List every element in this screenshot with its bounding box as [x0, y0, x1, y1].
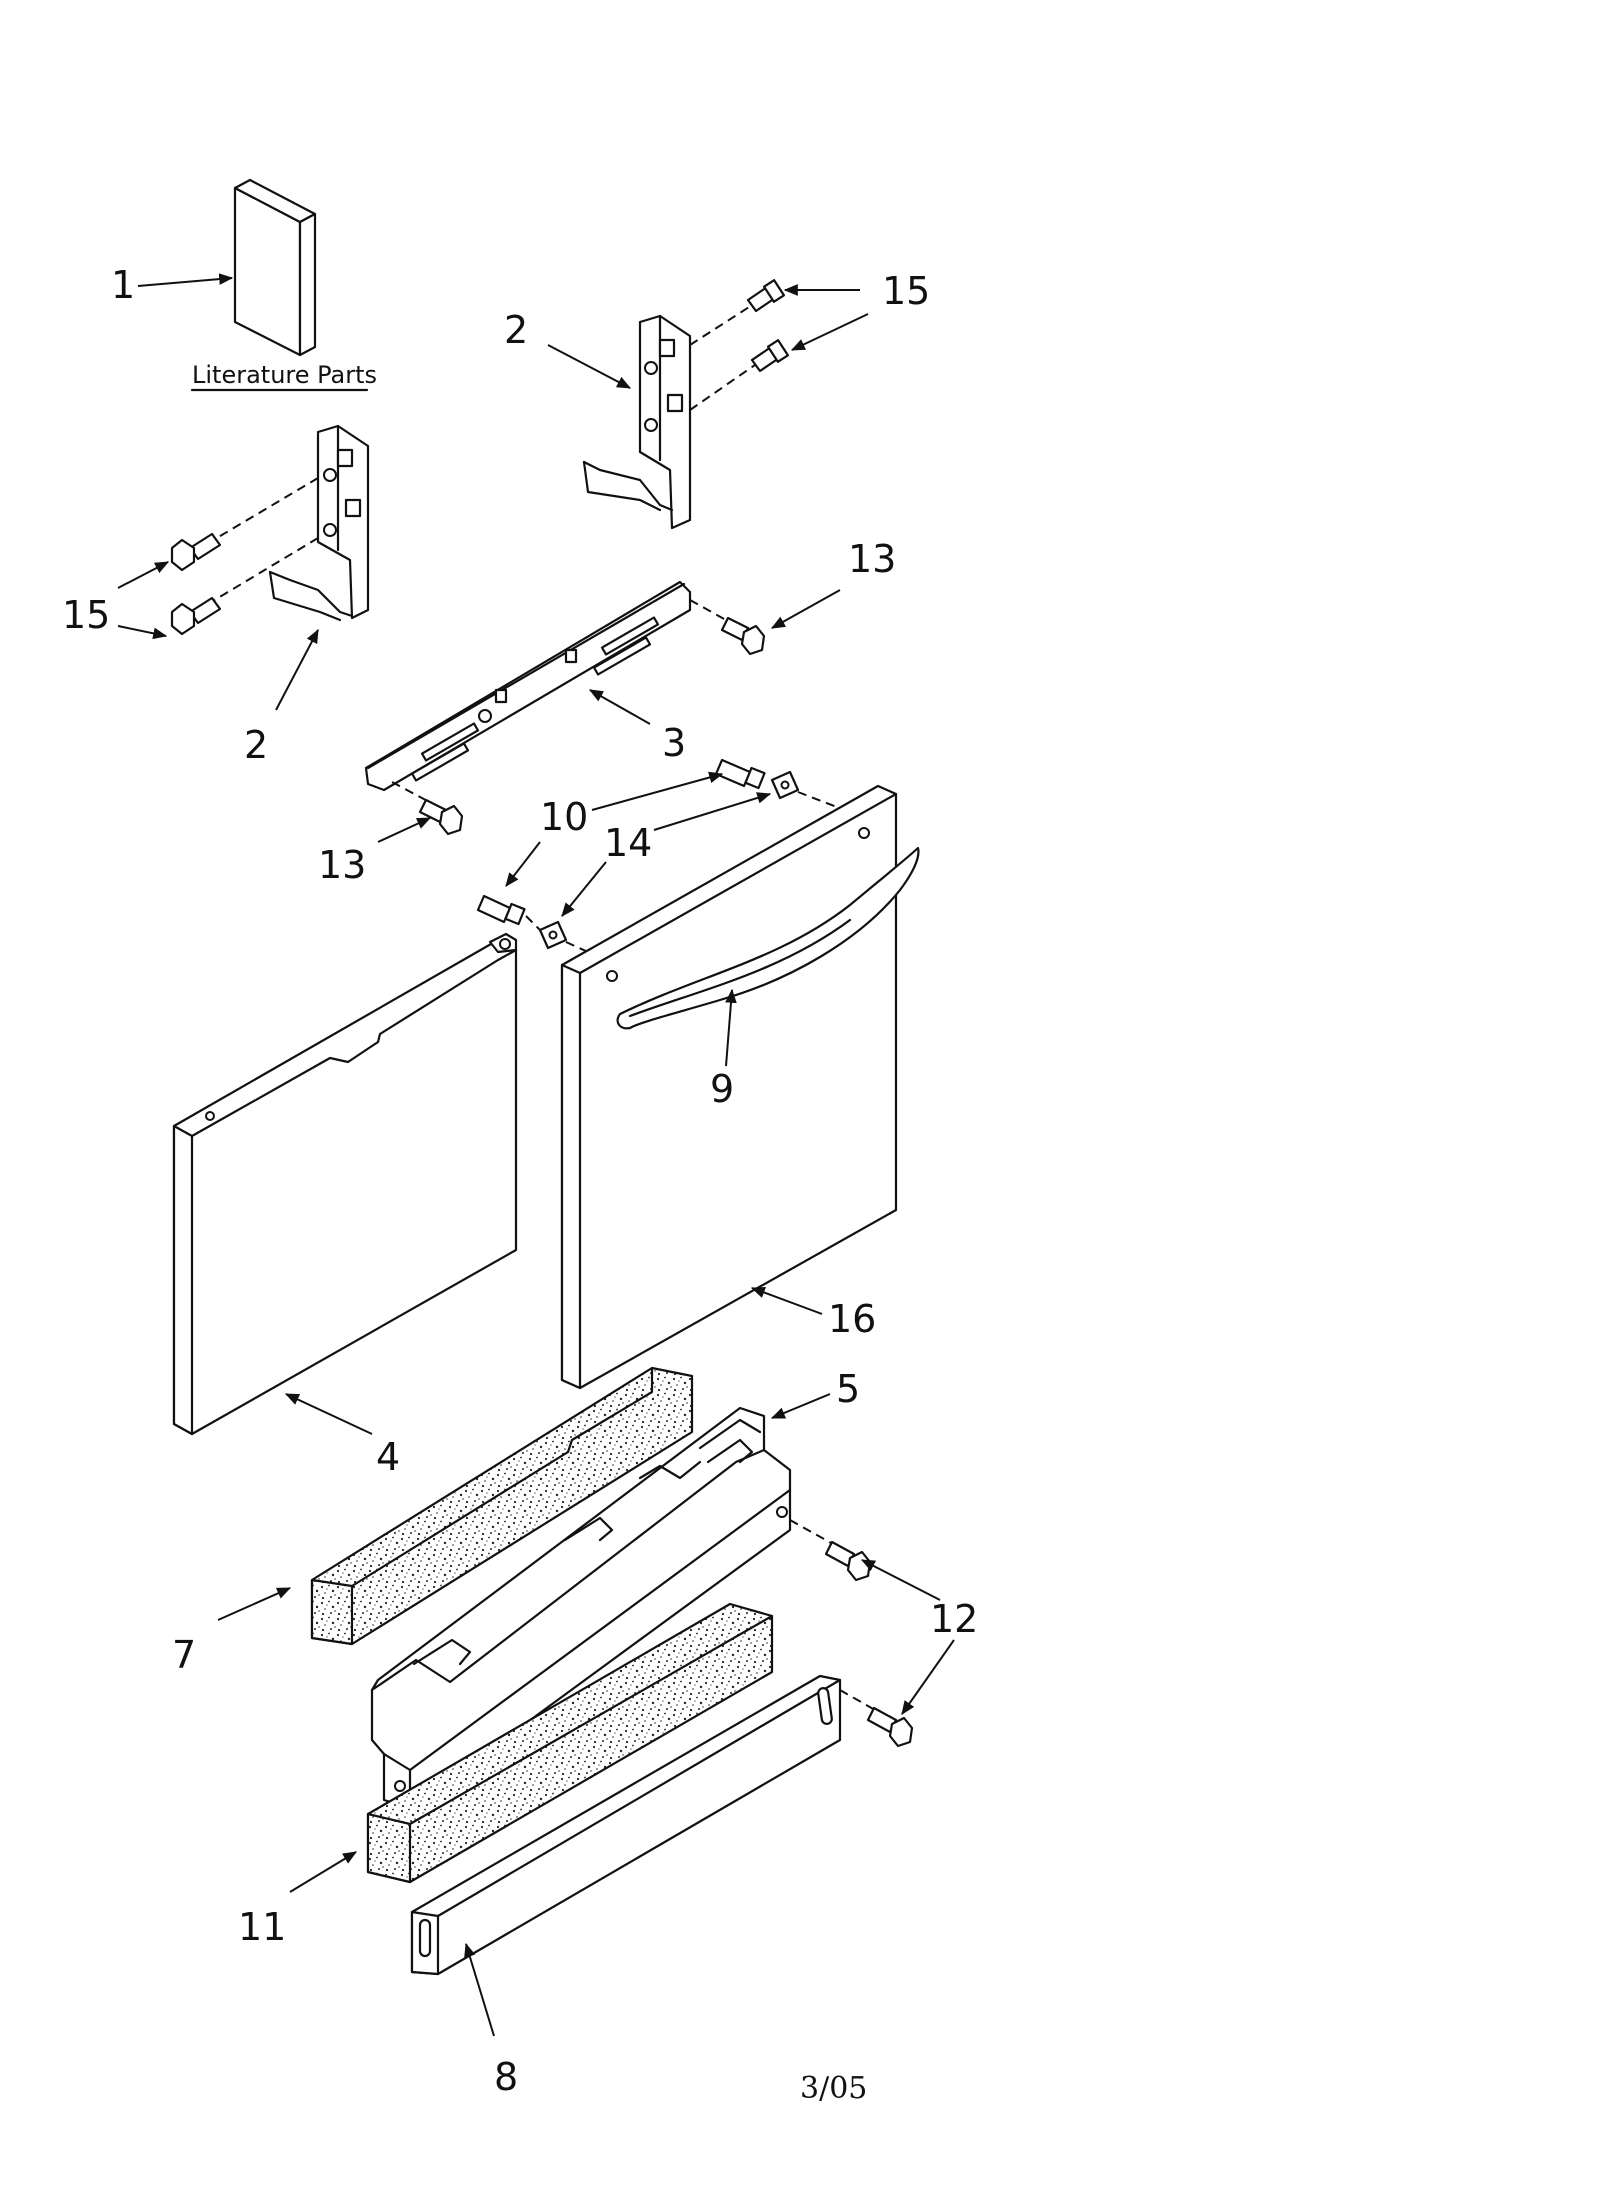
- leader-14-right: [653, 792, 772, 831]
- screw-15-right-top: [746, 279, 786, 313]
- spacer-14-right: [770, 770, 800, 800]
- callout-14: 14: [604, 821, 652, 865]
- leader-11: [289, 1851, 357, 1893]
- screw-15-left-top: [170, 532, 222, 572]
- screw-10-right: [714, 758, 766, 790]
- mounting-rail: [364, 580, 692, 792]
- leader-5: [770, 1393, 831, 1419]
- screw-12-bottom: [866, 1706, 914, 1748]
- screw-10-left: [476, 894, 526, 926]
- leader-9: [725, 988, 737, 1067]
- leader-15-left-a: [117, 561, 170, 589]
- hinge-bracket-left: [268, 424, 370, 622]
- dash-line-10-right: [797, 791, 861, 817]
- inner-door-panel: [172, 932, 518, 1436]
- callout-7: 7: [172, 1633, 196, 1677]
- dash-line-2l-b: [197, 537, 319, 611]
- literature-booklet: [233, 178, 317, 357]
- dash-line-14-left: [565, 941, 611, 963]
- leader-4: [284, 1393, 373, 1435]
- dash-line-2r-a: [689, 299, 761, 346]
- leader-12-b: [901, 1639, 955, 1715]
- upper-foam-strip: [310, 1366, 694, 1646]
- callout-8: 8: [494, 2055, 518, 2099]
- dash-line-13-bottom: [391, 781, 436, 806]
- callout-9: 9: [710, 1067, 734, 1111]
- callout-11: 11: [238, 1905, 286, 1949]
- lower-foam-strip: [366, 1602, 774, 1884]
- callout-4: 4: [376, 1435, 400, 1479]
- callout-1: 1: [111, 263, 135, 307]
- callout-13-top: 13: [848, 537, 896, 581]
- callout-2-right: 2: [504, 308, 528, 352]
- screw-15-right-bottom: [750, 339, 790, 373]
- callout-15-right: 15: [882, 269, 930, 313]
- screw-13-bottom: [418, 798, 464, 836]
- leader-1: [137, 273, 234, 287]
- callout-16: 16: [828, 1297, 876, 1341]
- literature-parts-caption: Literature Parts: [192, 361, 377, 389]
- toe-kick-plate: [410, 1674, 842, 1976]
- leader-10-right: [591, 771, 724, 811]
- dash-line-2l-a: [199, 477, 319, 549]
- leader-2-left: [275, 628, 319, 711]
- leader-15-left-b: [117, 625, 168, 640]
- spacer-14-left: [538, 920, 568, 950]
- screw-15-left-bottom: [170, 596, 222, 636]
- callout-3: 3: [662, 721, 686, 765]
- callout-5: 5: [836, 1367, 860, 1411]
- leader-8: [464, 1942, 495, 2037]
- leader-7: [217, 1587, 292, 1621]
- leader-16: [750, 1287, 823, 1315]
- callout-2-left: 2: [244, 723, 268, 767]
- leader-12-a: [860, 1559, 941, 1601]
- leader-2-right: [547, 344, 632, 389]
- leader-3: [588, 689, 651, 725]
- leader-13-bottom: [377, 817, 432, 843]
- hinge-bracket-right: [582, 314, 692, 530]
- dash-line-10-left: [525, 915, 541, 931]
- callout-13-bottom: 13: [318, 843, 366, 887]
- callout-15-left: 15: [62, 593, 110, 637]
- leader-15-right-b: [790, 313, 869, 351]
- dash-line-2r-b: [689, 357, 766, 411]
- dash-line-13-top: [689, 599, 736, 626]
- leader-14-left: [561, 861, 607, 917]
- callout-12: 12: [930, 1597, 978, 1641]
- screw-12-top: [824, 1540, 872, 1582]
- door-handle: [616, 846, 920, 1030]
- callout-10: 10: [540, 795, 588, 839]
- screw-13-top: [720, 616, 766, 656]
- revision-date: 3/05: [800, 2071, 867, 2106]
- leader-10-left: [505, 841, 541, 887]
- dash-line-12-bottom: [839, 1689, 883, 1715]
- leader-13-top: [770, 589, 841, 629]
